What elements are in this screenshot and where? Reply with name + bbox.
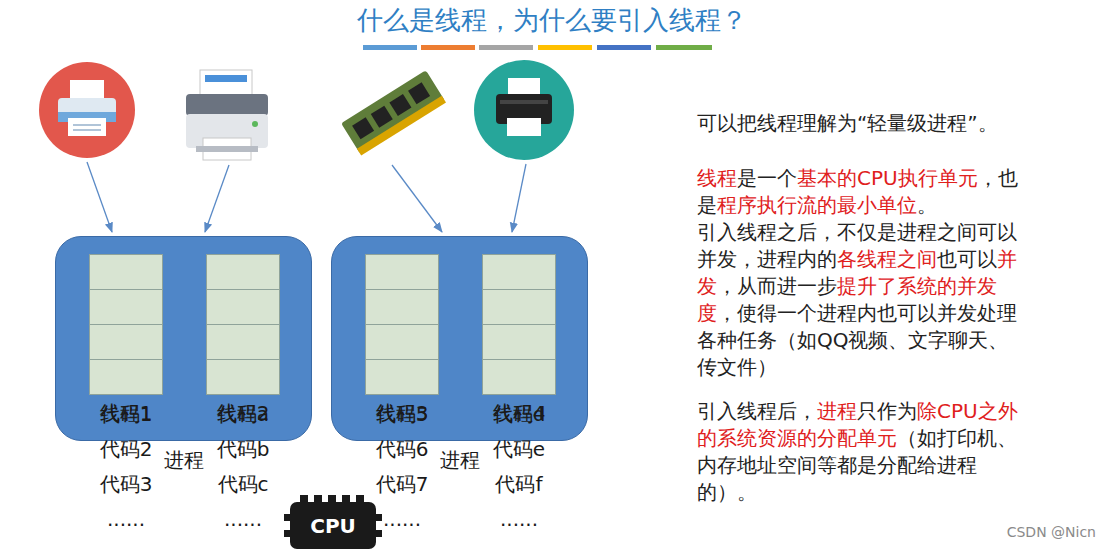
code-text: ...... <box>90 506 162 532</box>
explanation-paragraph: 引入线程后，进程只作为除CPU之外的系统资源的分配单元（如打印机、内存地址空间等… <box>697 398 1019 506</box>
body-text: 也可以 <box>937 247 997 271</box>
title-bars <box>363 45 712 50</box>
code-cell: ...... <box>206 359 280 395</box>
code-cell: 代码f <box>482 324 556 360</box>
code-cell: 代码6 <box>365 289 439 325</box>
highlight-text: 进程 <box>817 399 857 423</box>
code-text: 代码e <box>483 436 555 462</box>
thread-label: 线程4 <box>482 400 556 426</box>
code-text: ...... <box>207 506 279 532</box>
code-text: 代码f <box>483 471 555 497</box>
code-text: 代码c <box>207 471 279 497</box>
thread-label: 线程3 <box>365 400 439 426</box>
highlight-text: 程序执行流的最小单位 <box>717 193 917 217</box>
code-text: 代码6 <box>366 436 438 462</box>
cpu-label: CPU <box>290 512 376 540</box>
code-cell: 代码3 <box>89 324 163 360</box>
thread-column: 代码1代码2代码3...... 线程1 <box>89 254 163 426</box>
highlight-text: 基本的CPU执行单元 <box>797 166 978 190</box>
code-text: 代码2 <box>90 436 162 462</box>
thread-label: 线程1 <box>89 400 163 426</box>
thread-column: 代码5代码6代码7...... 线程3 <box>365 254 439 426</box>
process-box: 代码5代码6代码7......线程3代码d代码e代码f......线程4进程 <box>331 236 588 441</box>
code-text: ...... <box>366 506 438 532</box>
body-text: 。 <box>917 193 937 217</box>
cpu-chip <box>284 495 382 549</box>
code-cell: 代码5 <box>365 254 439 290</box>
thread-label: 线程2 <box>206 400 280 426</box>
body-text: 可以把线程理解为“轻量级进程”。 <box>697 111 998 135</box>
body-text: ，从而进一步 <box>717 274 837 298</box>
code-cell: 代码7 <box>365 324 439 360</box>
body-text: 是一个 <box>737 166 797 190</box>
body-text: 只作为 <box>857 399 917 423</box>
code-cell: 代码2 <box>89 289 163 325</box>
code-cell: 代码b <box>206 289 280 325</box>
highlight-text: 各线程之间 <box>837 247 937 271</box>
memory-icon <box>341 70 446 155</box>
code-cell: 代码d <box>482 254 556 290</box>
code-cell: 代码e <box>482 289 556 325</box>
printer-icon <box>474 60 574 160</box>
code-cell: ...... <box>482 359 556 395</box>
thread-column: 代码a代码b代码c...... 线程2 <box>206 254 280 426</box>
printer-icon <box>186 70 268 160</box>
code-cell: 代码c <box>206 324 280 360</box>
slide-title: 什么是线程，为什么要引入线程？ <box>0 4 1104 36</box>
code-text: 代码b <box>207 436 279 462</box>
body-text: 引入线程后， <box>697 399 817 423</box>
printer-icon <box>39 62 135 158</box>
code-cell: ...... <box>89 359 163 395</box>
code-text: ...... <box>483 506 555 532</box>
explanation-paragraph: 引入线程之后，不仅是进程之间可以并发，进程内的各线程之间也可以并发，从而进一步提… <box>697 219 1019 381</box>
thread-column: 代码d代码e代码f...... 线程4 <box>482 254 556 426</box>
body-text: ，使得一个进程内也可以并发处理各种任务（如QQ视频、文字聊天、传文件） <box>697 301 1017 379</box>
code-cell: ...... <box>365 359 439 395</box>
resource-arrow <box>87 162 526 232</box>
process-label: 进程 <box>56 447 311 473</box>
process-box: 代码1代码2代码3......线程1代码a代码b代码c......线程2进程 <box>55 236 312 441</box>
code-cell: 代码1 <box>89 254 163 290</box>
code-text: 代码7 <box>366 471 438 497</box>
explanation-paragraph: 线程是一个基本的CPU执行单元，也是程序执行流的最小单位。 <box>697 165 1019 219</box>
code-text: 代码3 <box>90 471 162 497</box>
explanation-paragraph: 可以把线程理解为“轻量级进程”。 <box>697 110 1019 137</box>
code-cell: 代码a <box>206 254 280 290</box>
watermark: CSDN @Nicn <box>1007 522 1096 542</box>
process-label: 进程 <box>332 447 587 473</box>
highlight-text: 线程 <box>697 166 737 190</box>
